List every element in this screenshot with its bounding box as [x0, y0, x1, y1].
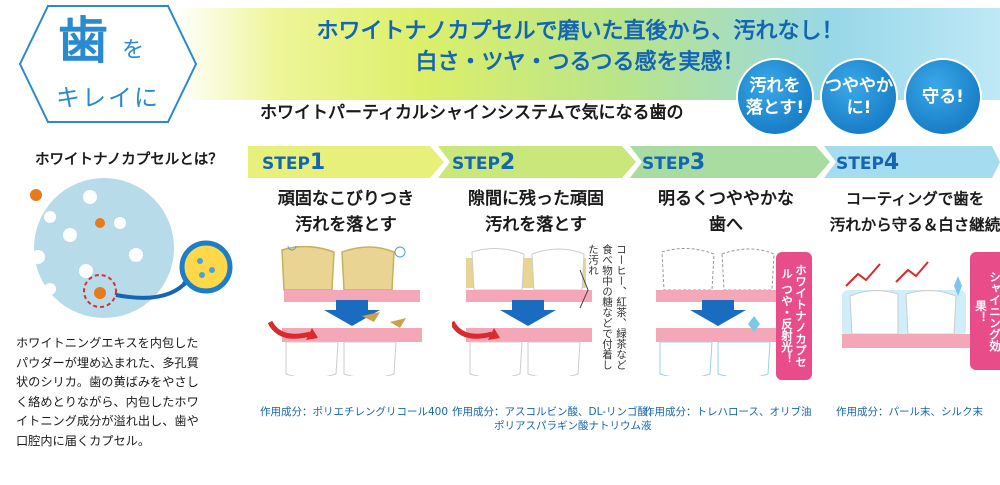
step-number: 3 — [689, 150, 706, 175]
ingredient-line: 作用成分：パール末、シルク末 — [836, 406, 983, 418]
logo-kanji: 歯 — [58, 11, 108, 70]
subheadline: ホワイトパーティカルシャインシステムで気になる歯の — [260, 103, 684, 123]
step4-teeth-illustration-icon — [842, 261, 970, 348]
about-description: ホワイトニングエキスを内包した パウダーが埋め込まれた、多孔質 状のシリカ。歯の… — [16, 334, 244, 452]
step-title-line: 隙間に残った頑固 — [468, 189, 604, 209]
about-line: 口腔内に届くカプセル。 — [16, 433, 151, 448]
badge-label: つややか — [825, 76, 893, 96]
badge-label: 落とす! — [745, 98, 805, 118]
step-title-2: 隙間に残った頑固汚れを落とす — [446, 186, 626, 238]
about-title: ホワイトナノカプセルとは？ — [35, 152, 223, 168]
about-line: パウダーが埋め込まれた、多孔質 — [16, 355, 199, 370]
step-label-4: STEP4 — [836, 150, 899, 175]
capsule-shine-tag: ホワイトナノカプセル つや・反射光！ — [776, 252, 812, 380]
logo-kirei: キレイに — [56, 84, 160, 112]
step-number: 1 — [309, 150, 326, 175]
ingredient-line: 作用成分：ポリエチレングリコール400 — [260, 406, 449, 418]
headline-line2: 白さ・ツヤ・つるつる感を実感！ — [415, 50, 745, 75]
step4-ingredient: 作用成分：パール末、シルク末 — [836, 405, 983, 419]
step2-ingredient: 作用成分：アスコルビン酸、DL-リンゴ酸、 ポリアスパラギン酸ナトリウム液 — [452, 405, 659, 433]
step-label-2: STEP2 — [452, 150, 515, 175]
step-label-3: STEP3 — [642, 150, 705, 175]
step-title-3: 明るくつややかな歯へ — [636, 186, 816, 238]
step-number: 4 — [883, 150, 900, 175]
step-title-line: 頑固なこびりつき — [277, 189, 415, 209]
step-title-1: 頑固なこびりつき汚れを落とす — [256, 186, 436, 238]
about-line: イトニング成分が溢れ出し、歯や — [16, 414, 199, 429]
step-title-4: コーティングで歯を汚れから守る＆白さ継続 — [826, 186, 1000, 238]
step-word: STEP — [262, 154, 310, 174]
badge-label: 守る! — [922, 87, 964, 107]
ingredient-line: 作用成分：アスコルビン酸、DL-リンゴ酸、 — [452, 406, 659, 418]
stain-note: コーヒー、紅茶、緑茶など食べ物中の糖などで付着した汚れ — [587, 244, 627, 370]
step-word: STEP — [836, 154, 884, 174]
about-line: ホワイトニングエキスを内包した — [16, 336, 199, 350]
step-label-1: STEP1 — [262, 150, 325, 175]
badge-label: に! — [846, 98, 872, 118]
badge-label: 汚れを — [749, 76, 801, 96]
logo-hexagon: 歯 を キレイに — [0, 0, 200, 130]
step-title-line: コーティングで歯を — [845, 190, 985, 208]
badge-remove-stain: 汚れを落とす! — [738, 60, 812, 134]
step3-teeth-illustration-icon — [656, 248, 782, 376]
step1-teeth-illustration-icon — [267, 246, 422, 376]
about-line: 状のシリカ。歯の黄ばみをやさし — [16, 375, 199, 390]
step-bar-strip — [248, 146, 1000, 178]
step1-ingredient: 作用成分：ポリエチレングリコール400 — [260, 405, 448, 419]
step-title-line: 汚れを落とす — [295, 215, 397, 235]
step-number: 2 — [499, 150, 516, 175]
step-word: STEP — [452, 154, 500, 174]
headline: ホワイトナノカプセルで磨いた直後から、汚れなし！ 白さ・ツヤ・つるつる感を実感！ — [300, 16, 860, 78]
about-line: く絡めとりながら、内包したホワ — [16, 394, 199, 409]
step-title-line: 汚れから守る＆白さ継続 — [829, 216, 1000, 234]
step-title-line: 歯へ — [709, 215, 743, 235]
step-title-line: 明るくつややかな — [658, 189, 794, 209]
headline-line1: ホワイトナノカプセルで磨いた直後から、汚れなし！ — [316, 19, 844, 44]
badge-protect: 守る! — [906, 60, 980, 134]
step-title-line: 汚れを落とす — [485, 215, 587, 235]
ingredient-line: 作用成分：トレハロース、オリブ油 — [644, 406, 812, 418]
logo-wo: を — [122, 38, 145, 63]
shining-effect-tag: シャイニング効果！ — [970, 252, 1000, 370]
silica-capsule-illustration-icon — [30, 178, 233, 318]
ingredient-line: ポリアスパラギン酸ナトリウム液 — [494, 420, 652, 432]
step3-ingredient: 作用成分：トレハロース、オリブ油 — [644, 405, 811, 419]
badge-glossy: つややかに! — [822, 60, 896, 134]
step-word: STEP — [642, 154, 690, 174]
hexagon-outline-icon — [18, 5, 198, 123]
step2-teeth-illustration-icon — [452, 248, 592, 376]
